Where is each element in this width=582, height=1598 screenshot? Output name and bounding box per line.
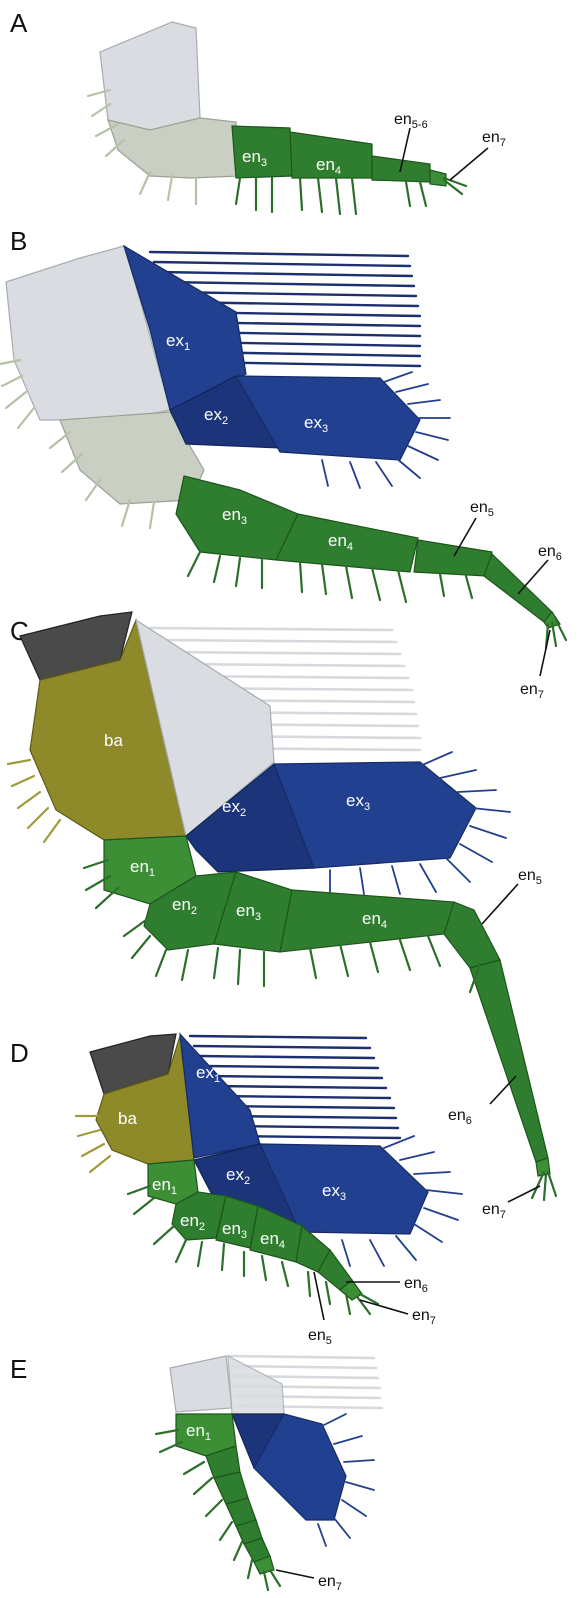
panel-b-letter: B — [10, 226, 27, 256]
panel-e-en7-label: en7 — [318, 1573, 342, 1593]
panel-b-en6 — [484, 554, 552, 622]
panel-c-appendage: ba ex2 ex3 en1 en2 en3 en4 en5 en6 en7 — [8, 612, 556, 1221]
panel-c-en6 — [470, 960, 548, 1162]
panel-e: E — [10, 1354, 382, 1593]
panel-d: D — [10, 1034, 462, 1347]
panel-b-en5-label: en5 — [470, 499, 494, 519]
panel-d-en5-label: en5 — [308, 1327, 332, 1347]
panel-d-appendage: ba ex1 ex2 ex3 en1 en2 en3 en4 en6 en5 e… — [76, 1034, 462, 1347]
panel-a-en5-6-label: en5-6 — [394, 111, 428, 131]
panel-c-en5-label: en5 — [518, 867, 542, 887]
panel-a-en7-label: en7 — [482, 129, 506, 149]
panel-c: C — [8, 612, 556, 1221]
panel-b-en6-label: en6 — [538, 543, 562, 563]
panel-c-en6-label: en6 — [448, 1107, 472, 1127]
panel-c-en5 — [444, 902, 500, 968]
panel-b-en7-label: en7 — [520, 681, 544, 701]
panel-d-ba-label: ba — [118, 1109, 137, 1128]
panel-a-appendage: en3 en4 en5-6 en7 — [88, 22, 506, 214]
panel-d-letter: D — [10, 1038, 29, 1068]
panel-c-ba-label: ba — [104, 731, 123, 750]
panel-c-en7-label: en7 — [482, 1201, 506, 1221]
panel-a: A — [10, 8, 506, 214]
panel-a-en3 — [232, 126, 292, 178]
panel-d-en7-label: en7 — [412, 1307, 436, 1327]
panel-e-letter: E — [10, 1354, 27, 1384]
panel-d-en6-label: en6 — [404, 1275, 428, 1295]
panel-a-letter: A — [10, 8, 28, 38]
panel-e-appendage: en1 en7 — [156, 1356, 382, 1593]
panel-b-en5 — [414, 540, 492, 576]
